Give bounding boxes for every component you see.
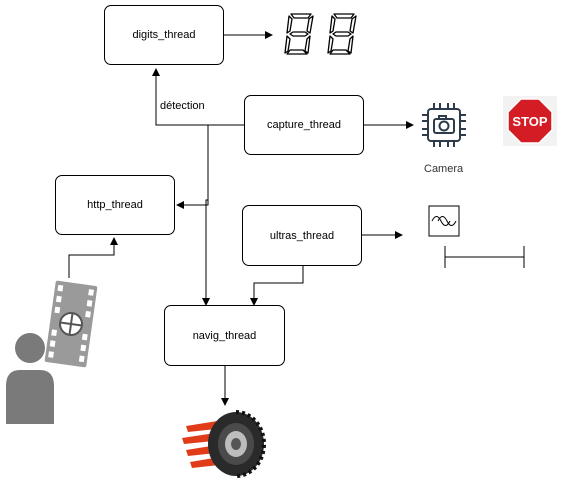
digits-thread-node[interactable]: digits_thread bbox=[104, 5, 224, 65]
wheel-motion-icon bbox=[182, 410, 266, 478]
edge-user-to-http bbox=[68, 237, 118, 278]
oscillator-icon bbox=[428, 205, 460, 237]
edge-capture-to-navig bbox=[202, 125, 210, 306]
film-icon bbox=[44, 280, 98, 368]
http-thread-label: http_thread bbox=[87, 199, 143, 211]
detection-edge-label: détection bbox=[160, 100, 205, 112]
seven-segment-display-icon bbox=[284, 13, 357, 55]
http-thread-node[interactable]: http_thread bbox=[55, 175, 175, 235]
stop-sign-text: STOP bbox=[512, 114, 547, 129]
ultras-thread-label: ultras_thread bbox=[269, 229, 335, 242]
ultras-thread-node[interactable]: ultras_thread bbox=[242, 205, 362, 266]
camera-caption: Camera bbox=[424, 163, 464, 175]
stop-sign-icon: STOP bbox=[503, 96, 557, 146]
edge-ultras-to-navig bbox=[250, 266, 304, 306]
navig-thread-node[interactable]: navig_thread bbox=[164, 305, 285, 366]
digits-thread-label: digits_thread bbox=[132, 29, 196, 41]
capture-thread-node[interactable]: capture_thread bbox=[244, 95, 364, 155]
scope-bar-icon bbox=[444, 246, 525, 268]
navig-thread-label: navig_thread bbox=[192, 329, 257, 342]
capture-thread-label: capture_thread bbox=[267, 119, 341, 131]
edge-capture-to-http bbox=[176, 125, 209, 209]
user-icon bbox=[6, 333, 54, 424]
camera-chip-icon bbox=[422, 103, 466, 147]
edge-capture-to-digits bbox=[152, 68, 244, 126]
